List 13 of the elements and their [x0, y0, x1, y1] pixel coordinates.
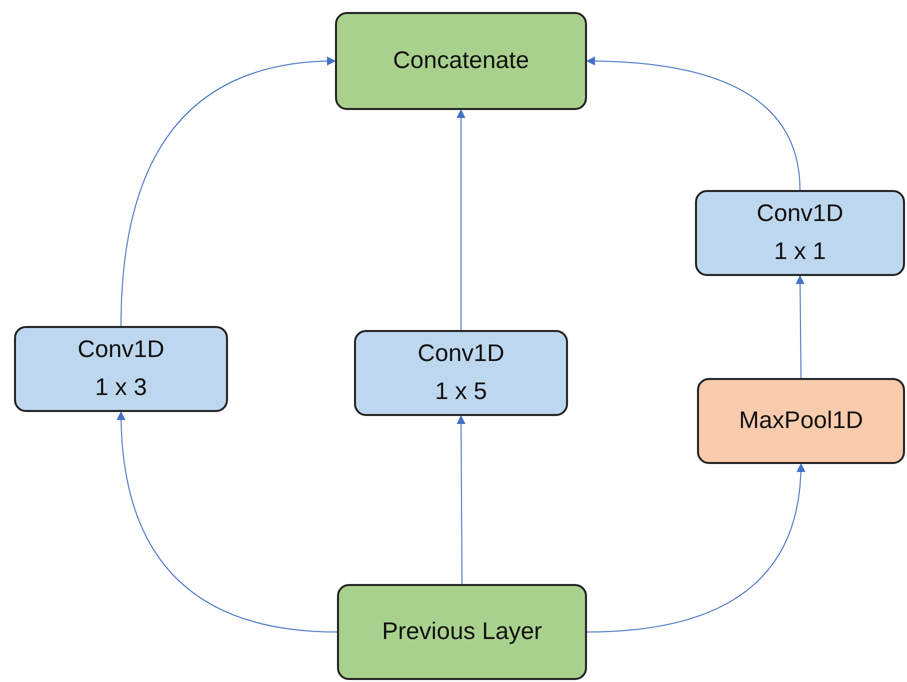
arrow — [456, 109, 466, 330]
arrow — [796, 275, 805, 378]
arrow — [116, 411, 338, 632]
conv-layer-box: Conv1D 1 x 5 — [354, 330, 568, 416]
conv-layer-box: Conv1D 1 x 1 — [695, 190, 905, 276]
conv-layer-box: Conv1D 1 x 3 — [14, 326, 228, 412]
arrow — [456, 415, 466, 584]
layer-box: Concatenate — [335, 12, 587, 110]
arrow — [586, 463, 806, 632]
layer-box: Previous Layer — [337, 584, 587, 680]
arrow — [586, 56, 800, 190]
arrow — [120, 56, 336, 326]
pool-layer-box: MaxPool1D — [697, 378, 905, 464]
